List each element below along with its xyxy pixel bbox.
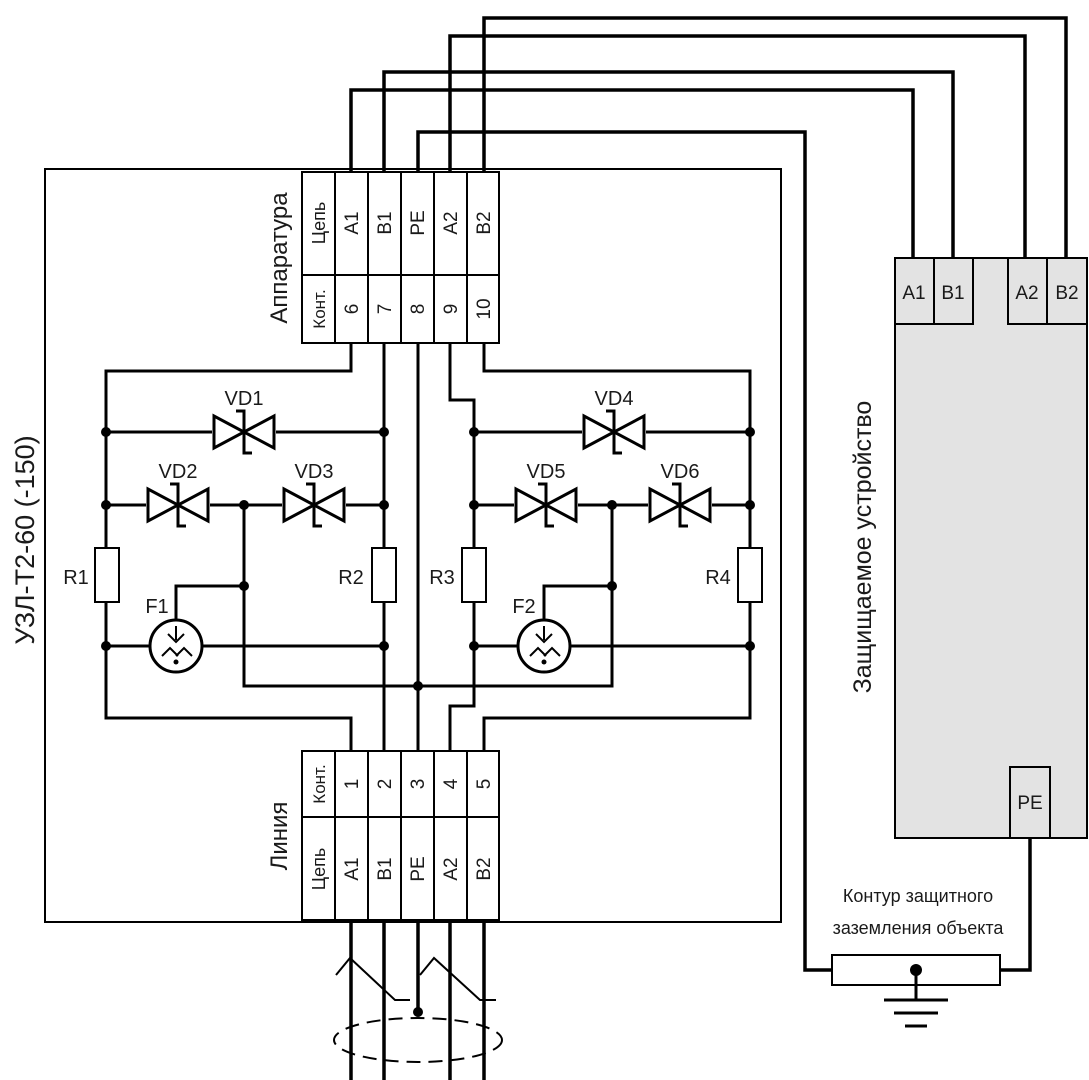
label-vd5: VD5 bbox=[527, 461, 566, 483]
label-r4: R4 bbox=[705, 567, 731, 589]
device-terminal-b1: B1 bbox=[941, 283, 964, 304]
label-vd4: VD4 bbox=[595, 388, 634, 410]
resistor-r1 bbox=[94, 547, 120, 603]
diode-vd3 bbox=[282, 482, 346, 528]
ground-label-line1: Контур защитного bbox=[843, 886, 993, 906]
top-terminal-block: Аппаратура Цепь Конт. A1 B1 PE A2 B2 6 7… bbox=[266, 171, 500, 344]
label-vd3: VD3 bbox=[295, 461, 334, 483]
device-terminal-a2: A2 bbox=[1015, 283, 1038, 304]
label-vd2: VD2 bbox=[159, 461, 198, 483]
bottom-contact-1: 1 bbox=[342, 779, 363, 790]
top-row-contact-label: Конт. bbox=[310, 289, 329, 328]
top-contact-6: 6 bbox=[342, 304, 363, 315]
bottom-row-contact-label: Конт. bbox=[310, 764, 329, 803]
resistor-r3 bbox=[461, 547, 487, 603]
protected-device: A1 B1 A2 B2 PE Защищаемое устройство bbox=[849, 257, 1088, 839]
device-terminal-pe: PE bbox=[1017, 793, 1042, 814]
junction-dots bbox=[101, 427, 755, 691]
device-terminal-b2: B2 bbox=[1055, 283, 1078, 304]
device-terminal-a1: A1 bbox=[902, 283, 925, 304]
bottom-contact-4: 4 bbox=[441, 778, 462, 789]
bottom-circuit-b1: B1 bbox=[375, 857, 396, 880]
top-circuit-b2: B2 bbox=[474, 211, 495, 234]
device-label: Защищаемое устройство bbox=[849, 401, 877, 694]
device-terminal-a2-box bbox=[1007, 257, 1048, 325]
label-r1: R1 bbox=[63, 567, 89, 589]
top-contact-8: 8 bbox=[408, 304, 429, 315]
top-circuit-a1: A1 bbox=[342, 211, 363, 234]
device-terminal-pe-box bbox=[1009, 766, 1051, 839]
ground-bar bbox=[831, 954, 1001, 1028]
module-title: УЗЛ-Т2-60 (-150) bbox=[10, 435, 40, 644]
bottom-circuit-pe: PE bbox=[408, 856, 429, 881]
top-row-circuit-label: Цепь bbox=[309, 202, 329, 244]
top-contact-7: 7 bbox=[375, 304, 396, 315]
diode-vd4 bbox=[582, 409, 646, 455]
bottom-circuit-a2: A2 bbox=[441, 857, 462, 880]
diode-vd2 bbox=[146, 482, 210, 528]
label-vd6: VD6 bbox=[661, 461, 700, 483]
top-circuit-b1: B1 bbox=[375, 211, 396, 234]
device-terminal-b2-box bbox=[1046, 257, 1088, 325]
arrester-f2 bbox=[516, 618, 572, 674]
device-terminal-b1-box bbox=[933, 257, 974, 325]
resistor-r2 bbox=[371, 547, 397, 603]
label-vd1: VD1 bbox=[225, 388, 264, 410]
bottom-contact-2: 2 bbox=[375, 779, 396, 790]
label-r2: R2 bbox=[338, 567, 364, 589]
external-wires bbox=[349, 16, 1068, 972]
diode-vd6 bbox=[648, 482, 712, 528]
bottom-circuit-b2: B2 bbox=[474, 857, 495, 880]
label-f1: F1 bbox=[145, 596, 168, 618]
device-terminal-a1-box bbox=[894, 257, 935, 325]
internal-wiring bbox=[104, 343, 752, 751]
bottom-contact-5: 5 bbox=[474, 779, 495, 790]
label-f2: F2 bbox=[512, 596, 535, 618]
bottom-row-circuit-label: Цепь bbox=[309, 848, 329, 890]
top-circuit-pe: PE bbox=[408, 210, 429, 235]
bottom-circuit-a1: A1 bbox=[342, 857, 363, 880]
top-circuit-a2: A2 bbox=[441, 211, 462, 234]
module-border bbox=[44, 168, 782, 923]
bottom-block-label: Линия bbox=[266, 802, 293, 871]
arrester-f1 bbox=[148, 618, 204, 674]
top-contact-9: 9 bbox=[441, 304, 462, 315]
ground-label-line2: заземления объекта bbox=[833, 918, 1005, 938]
bottom-terminal-block: Линия Конт. Цепь 1 2 3 4 5 A1 B1 PE A2 B… bbox=[266, 750, 500, 921]
label-r3: R3 bbox=[429, 567, 455, 589]
line-cable bbox=[333, 920, 503, 1080]
top-block-label: Аппаратура bbox=[266, 192, 293, 324]
diode-vd5 bbox=[514, 482, 578, 528]
diode-vd1 bbox=[212, 409, 276, 455]
bottom-contact-3: 3 bbox=[408, 779, 429, 790]
resistor-r4 bbox=[737, 547, 763, 603]
top-contact-10: 10 bbox=[474, 298, 495, 319]
